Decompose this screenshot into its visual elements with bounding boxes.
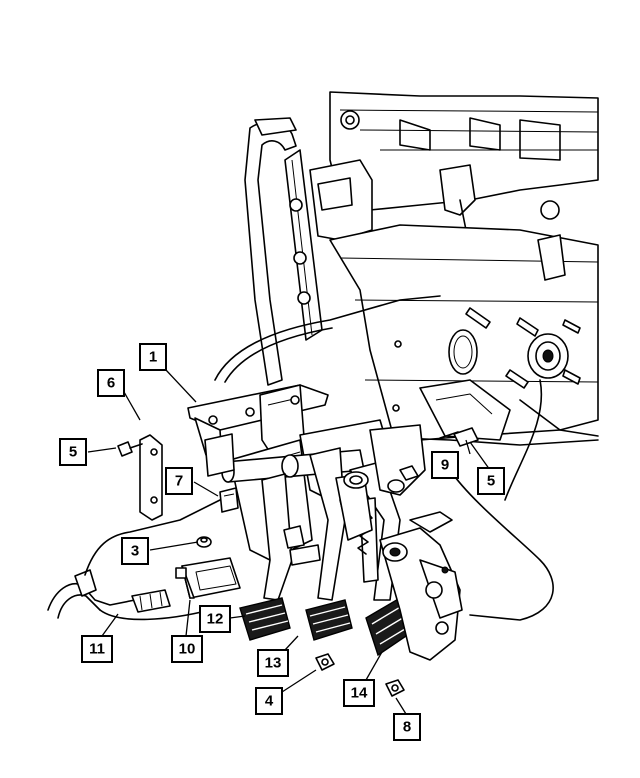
accelerator-module [379, 511, 463, 661]
callout-12: 12 [199, 605, 231, 633]
callout-6: 6 [97, 369, 125, 397]
callout-5-right-label: 5 [487, 473, 495, 490]
callout-12-label: 12 [207, 611, 224, 628]
callout-1: 1 [139, 343, 167, 371]
callout-3: 3 [121, 537, 149, 565]
callout-4-label: 4 [265, 693, 274, 710]
callout-10: 10 [171, 635, 203, 663]
callout-7-label: 7 [175, 473, 183, 490]
callout-8-label: 8 [403, 719, 411, 736]
firewall-structure [244, 91, 599, 446]
callout-11: 11 [81, 635, 113, 663]
pedal-position-module [175, 557, 241, 599]
callout-1-label: 1 [149, 349, 157, 366]
callout-5-left: 5 [59, 438, 87, 466]
callout-3-label: 3 [131, 543, 139, 560]
leader-lines [87, 369, 491, 715]
callout-10-label: 10 [179, 641, 196, 658]
callout-4: 4 [255, 687, 283, 715]
callout-5-left-label: 5 [69, 444, 77, 461]
pedal-pads [239, 596, 413, 657]
callout-6-label: 6 [107, 375, 115, 392]
callout-14-label: 14 [351, 685, 368, 702]
callout-13: 13 [257, 649, 289, 677]
callouts: 1 6 5 7 3 9 5 12 [59, 343, 505, 741]
callout-11-label: 11 [89, 641, 105, 658]
callout-5-right: 5 [477, 467, 505, 495]
callout-9: 9 [431, 451, 459, 479]
callout-8: 8 [393, 713, 421, 741]
wiring-harness [47, 295, 554, 621]
callout-7: 7 [165, 467, 193, 495]
callout-9-label: 9 [441, 457, 449, 474]
callout-13-label: 13 [265, 655, 282, 672]
small-hardware [117, 427, 479, 697]
callout-14: 14 [343, 679, 375, 707]
